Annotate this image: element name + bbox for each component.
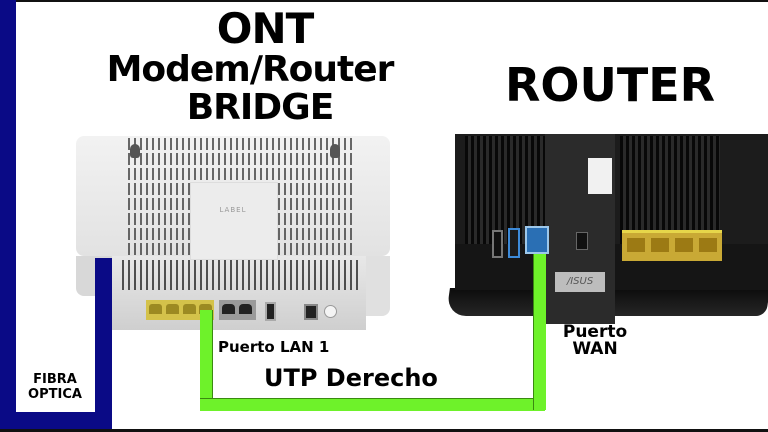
ont-lan-ports	[146, 300, 214, 320]
label-plate-text: LABEL	[219, 206, 247, 214]
ont-tel-port-2	[239, 304, 252, 314]
top-border	[0, 0, 768, 2]
label-utp-cable: UTP Derecho	[264, 364, 438, 392]
utp-cable-left	[200, 310, 213, 410]
title-modem-router: Modem/Router	[106, 49, 395, 90]
label-wan-port: Puerto WAN	[553, 324, 637, 358]
label-fiber-optic: FIBRA OPTICA	[16, 372, 94, 402]
label-lan-port: Puerto LAN 1	[218, 338, 330, 356]
ont-power-button	[324, 305, 337, 318]
router-vent-right	[620, 136, 720, 244]
left-border	[0, 0, 16, 432]
router-lan-port-2	[651, 238, 669, 252]
keyhole-icon	[130, 144, 140, 158]
ont-usb-port	[265, 302, 276, 321]
router-barcode-sticker	[588, 158, 612, 194]
label-plate	[190, 182, 278, 260]
ont-lan-port-1	[199, 304, 212, 314]
ont-side-right	[366, 256, 390, 316]
router-lan-port-4	[699, 238, 717, 252]
label-fiber-line2: OPTICA	[28, 387, 82, 402]
label-wan-line1: Puerto	[562, 322, 628, 342]
label-wan-line2: WAN	[572, 339, 618, 359]
utp-cable-right	[533, 254, 546, 410]
router-wps-button	[576, 232, 588, 250]
title-router: ROUTER	[504, 58, 716, 112]
label-fiber-line1: FIBRA	[33, 372, 77, 387]
utp-cable-bottom	[200, 398, 545, 411]
fiber-label-box	[16, 362, 94, 412]
router-usb3-port	[508, 228, 520, 258]
title-bridge: BRIDGE	[186, 87, 335, 128]
ont-lower-vents	[122, 260, 362, 290]
ont-lan-port-4	[149, 304, 162, 314]
router-brand-logo: /ISUS	[555, 272, 605, 292]
router-lan-port-1	[627, 238, 645, 252]
ont-lan-port-3	[166, 304, 179, 314]
bottom-border	[0, 429, 768, 432]
ont-power-jack	[304, 304, 318, 320]
ont-tel-port-1	[222, 304, 235, 314]
router-wan-port	[525, 226, 549, 254]
bottom-left-band	[0, 412, 112, 432]
fiber-optic-cable	[95, 258, 112, 432]
title-ont: ONT	[216, 4, 315, 53]
keyhole-icon	[330, 144, 340, 158]
router-usb2-port	[492, 230, 503, 258]
ont-lan-port-2	[183, 304, 196, 314]
router-lan-port-3	[675, 238, 693, 252]
